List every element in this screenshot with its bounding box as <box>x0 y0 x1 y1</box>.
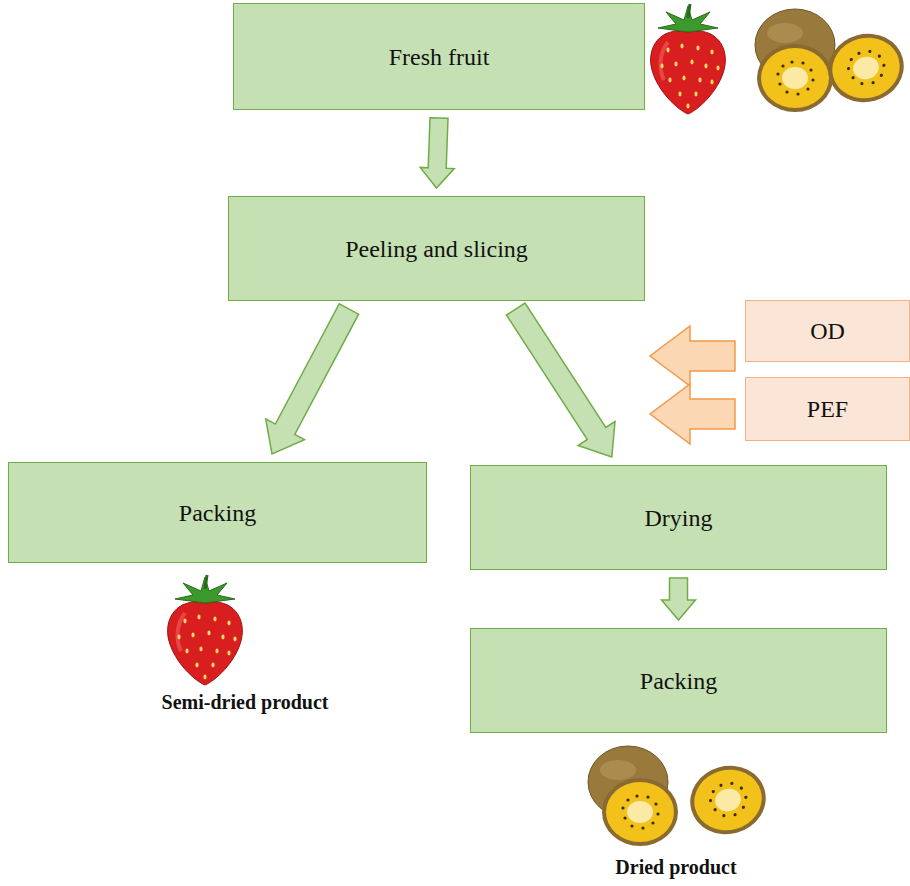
box-label: Packing <box>179 499 256 527</box>
process-box: Drying <box>470 465 887 570</box>
box-label: Peeling and slicing <box>345 235 528 263</box>
flow-arrow <box>420 118 454 188</box>
treatment-box: OD <box>745 300 910 362</box>
product-label: Dried product <box>615 855 736 879</box>
box-label: Fresh fruit <box>389 43 490 71</box>
box-label: Packing <box>640 667 717 695</box>
strawberry-illustration <box>651 4 726 114</box>
kiwi-illustration <box>588 746 774 846</box>
process-box: Packing <box>470 628 887 733</box>
treatment-arrow <box>650 384 735 444</box>
flow-arrow <box>507 303 616 457</box>
kiwi-illustration <box>755 9 910 112</box>
strawberry-illustration <box>168 575 243 685</box>
box-label: OD <box>810 317 845 345</box>
box-label: Drying <box>645 504 713 532</box>
treatment-box: PEF <box>745 377 910 441</box>
process-box: Packing <box>8 462 427 563</box>
flow-arrow <box>266 304 359 454</box>
process-box: Fresh fruit <box>233 3 645 110</box>
box-label: PEF <box>807 395 848 423</box>
flow-arrow <box>662 578 696 620</box>
treatment-arrow <box>650 326 735 386</box>
process-box: Peeling and slicing <box>228 196 645 301</box>
product-label: Semi-dried product <box>162 690 329 714</box>
